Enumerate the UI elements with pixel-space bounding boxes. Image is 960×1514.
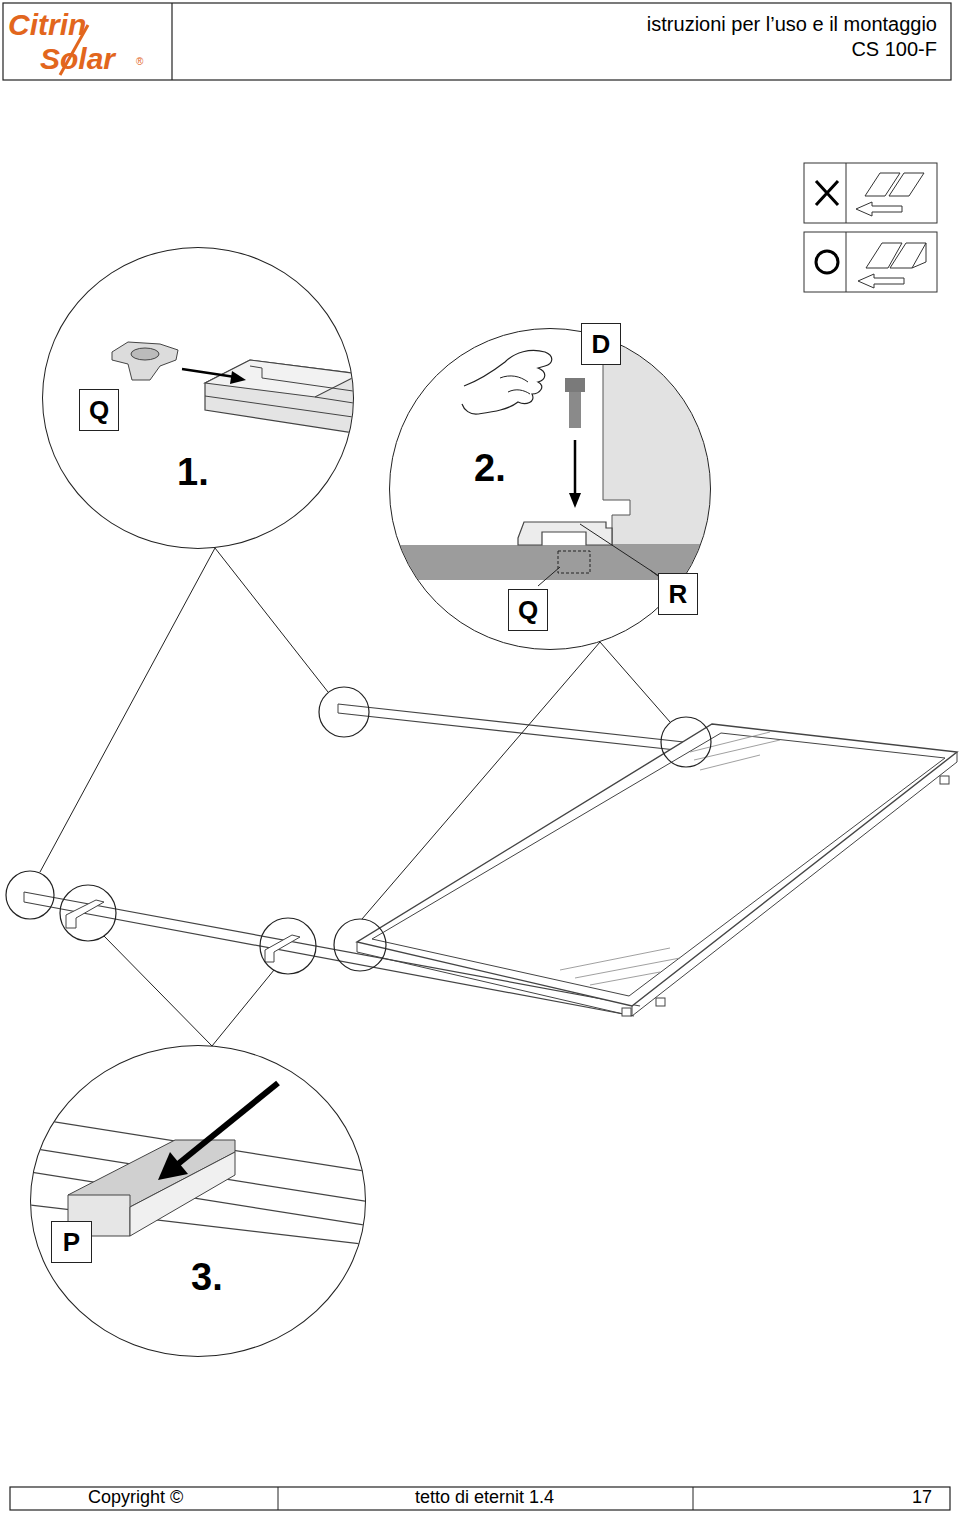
cross-symbol	[816, 181, 838, 205]
upper-rail	[338, 704, 339, 713]
glass-reflection	[560, 732, 780, 985]
collector-edge	[357, 942, 358, 952]
bolt-head	[565, 378, 585, 392]
part-letter: Q	[89, 397, 109, 423]
detail-circle: 3. P	[30, 1045, 366, 1357]
leader-line	[40, 548, 215, 872]
model-code: CS 100-F	[851, 38, 937, 60]
part-letter-box: Q	[79, 389, 119, 431]
page-title: istruzioni per l’uso e il montaggio	[647, 13, 937, 35]
locator-circle	[260, 918, 316, 974]
step-number: 2.	[474, 449, 506, 487]
logo-text: Citrin	[8, 8, 86, 41]
part-letter: Q	[518, 597, 538, 623]
slider-part	[112, 342, 178, 380]
locator-circle	[319, 687, 369, 737]
header-divider	[171, 3, 172, 80]
arrow-head	[569, 493, 581, 508]
rail-edge	[205, 396, 360, 418]
clamp-side	[130, 1152, 235, 1236]
footer-divider	[693, 1487, 694, 1510]
leader-line	[215, 548, 328, 692]
icon-frame	[804, 163, 937, 223]
leader-line	[212, 970, 274, 1046]
collector-edge	[357, 952, 632, 1016]
footer-cell: Copyright ©	[88, 1488, 183, 1508]
part-letter-box: R	[658, 573, 698, 615]
logo-mark: ®	[136, 56, 143, 67]
leader-line	[580, 524, 659, 576]
rail-top	[205, 360, 360, 397]
collector-glass	[372, 733, 945, 996]
detail-2	[380, 300, 730, 586]
footer-cell: tetto di eternit 1.4	[415, 1488, 554, 1508]
hand-fingers	[500, 376, 530, 394]
clamp	[66, 900, 104, 928]
rail	[205, 360, 360, 434]
icon-divider	[846, 163, 847, 223]
rail-slot	[250, 366, 360, 392]
locator-circle	[6, 871, 54, 919]
step-number: 1.	[177, 453, 209, 491]
upper-rail	[338, 704, 702, 744]
part-letter: R	[669, 581, 688, 607]
collector-edge	[632, 762, 957, 1016]
collector-edge	[957, 752, 958, 762]
part-letter: P	[63, 1229, 80, 1255]
arrow-head	[158, 1152, 188, 1180]
logo-text: Solar	[40, 42, 115, 75]
arrow-line	[178, 1083, 278, 1164]
step-number: 3.	[191, 1258, 223, 1296]
locator-circle	[661, 717, 711, 767]
arrow-line	[574, 440, 577, 495]
leader-line	[362, 642, 600, 919]
footer-divider	[278, 1487, 279, 1510]
collector-foot	[622, 1008, 631, 1016]
collector-wall	[603, 300, 730, 545]
leader-line	[650, 570, 658, 576]
arrow-head	[230, 371, 246, 384]
clamp	[265, 935, 300, 962]
hidden-nut	[558, 551, 590, 573]
part-letter: D	[592, 331, 611, 357]
collector-foot	[940, 776, 949, 784]
collector-edge	[632, 1006, 633, 1016]
footer-cell: 17	[912, 1488, 932, 1508]
panel-icon	[866, 243, 926, 268]
locator-circle	[334, 919, 386, 971]
circle-symbol	[816, 251, 838, 273]
panel-icon	[865, 173, 924, 196]
arrow-icon	[856, 202, 902, 216]
leader-line	[538, 567, 560, 586]
locator-circle	[60, 885, 116, 941]
collector-frame	[357, 724, 957, 1006]
icon-divider	[846, 232, 847, 292]
upper-rail	[338, 713, 694, 752]
clamp-profile	[518, 522, 612, 545]
leader-line	[104, 936, 212, 1046]
slider-nut	[131, 348, 159, 360]
icon-frame	[804, 232, 937, 292]
part-letter-box: P	[51, 1221, 92, 1263]
header-frame	[3, 3, 951, 80]
lower-rail	[24, 892, 25, 902]
collector-foot	[656, 998, 665, 1006]
leader-line	[600, 642, 670, 722]
arrow-icon	[858, 274, 904, 288]
detail-circle: 2. D Q R	[389, 328, 711, 650]
bolt-shank	[569, 392, 581, 428]
detail-circle: 1. Q	[42, 247, 354, 549]
part-letter-box: D	[581, 323, 621, 365]
part-letter-box: Q	[508, 589, 548, 631]
hand	[462, 350, 552, 414]
detail-1	[112, 342, 360, 434]
footer-frame	[10, 1487, 950, 1510]
arrow-line	[182, 369, 235, 377]
